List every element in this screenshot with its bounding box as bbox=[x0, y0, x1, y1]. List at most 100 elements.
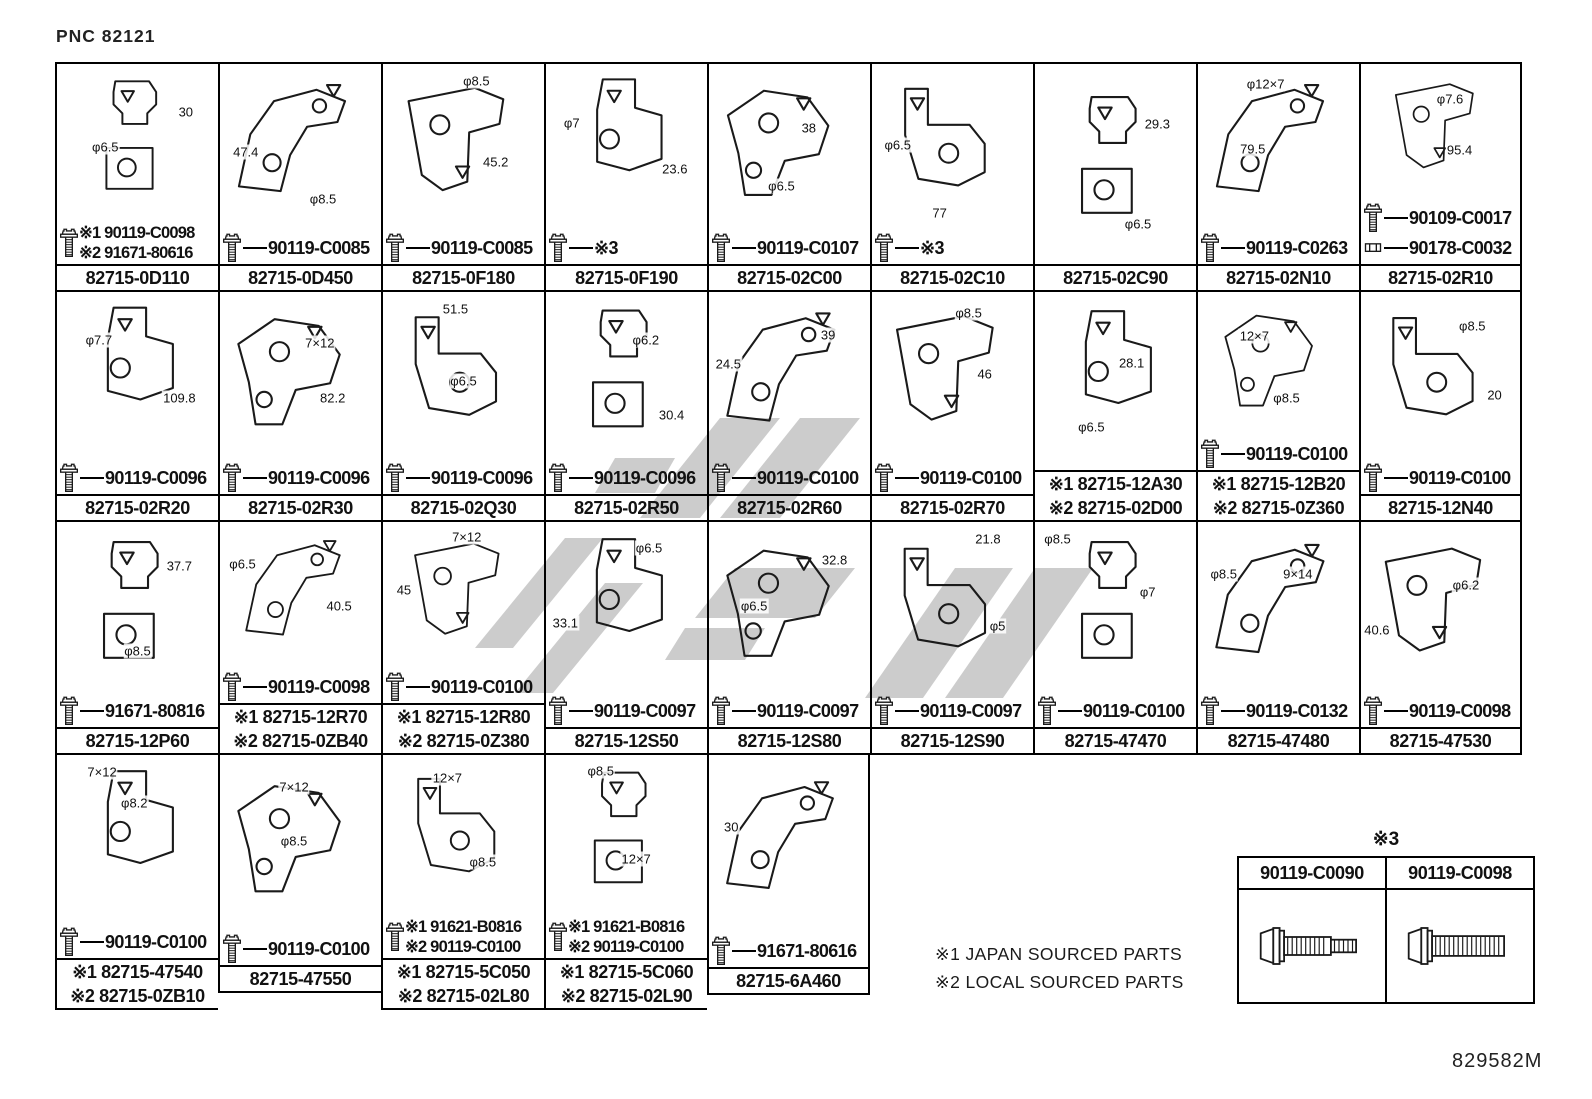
part-number: 82715-12N40 bbox=[1388, 498, 1493, 518]
bracket-drawing-area: 7×12 82.2 bbox=[220, 292, 381, 463]
fastener-part-number: 90119-C0263 bbox=[1246, 238, 1348, 258]
note-line: ※1 JAPAN SOURCED PARTS bbox=[935, 944, 1183, 964]
dimension-label: 40.5 bbox=[325, 598, 353, 614]
hardware-bolt-drawing bbox=[1387, 890, 1533, 1002]
bolt-icon bbox=[712, 696, 730, 725]
part-number-footer: 82715-02R50 bbox=[546, 494, 707, 520]
dimension-label: 45.2 bbox=[482, 154, 510, 170]
part-number-footer: 82715-12S90 bbox=[872, 727, 1033, 753]
bolt-icon bbox=[1201, 233, 1219, 262]
bolt-icon bbox=[60, 927, 78, 956]
dimension-label: 77 bbox=[931, 205, 948, 221]
fastener-part-number: 90119-C0097 bbox=[757, 701, 859, 721]
part-number-footer: ※1 82715-47540※2 82715-0ZB10 bbox=[57, 958, 218, 1008]
part-number: 82715-02R20 bbox=[85, 498, 190, 518]
dimension-label: 33.1 bbox=[551, 615, 579, 631]
part-number-footer: 82715-02N10 bbox=[1198, 264, 1359, 290]
bracket-drawing bbox=[417, 777, 496, 873]
part-number: 82715-47470 bbox=[1064, 731, 1167, 751]
dimension-label: 21.8 bbox=[974, 531, 1002, 547]
fastener-callout: 90119-C0097 bbox=[874, 696, 1032, 726]
dimension-label: 82.2 bbox=[319, 390, 347, 406]
fastener-callout: 90178-C0032 bbox=[1363, 233, 1519, 263]
fastener-callouts: ※3 bbox=[546, 233, 707, 264]
watermark bbox=[475, 418, 1093, 698]
dimension-label: 12×7 bbox=[431, 770, 464, 786]
part-number: 82715-02N10 bbox=[1226, 268, 1331, 288]
dimension-label: φ8.5 bbox=[1209, 566, 1239, 582]
fastener-callout: 90119-C0100 bbox=[222, 934, 380, 964]
fastener-callouts: 90119-C0100 bbox=[1361, 463, 1520, 494]
fastener-part-number: 90119-C0100 bbox=[105, 932, 207, 952]
part-number: 82715-47550 bbox=[249, 969, 352, 989]
part-number-footer: ※1 82715-12B20※2 82715-0Z360 bbox=[1198, 470, 1359, 520]
fastener-callout: 90119-C0096 bbox=[59, 463, 217, 493]
bracket-drawing bbox=[1224, 314, 1313, 407]
dimension-label: φ7 bbox=[1138, 584, 1157, 600]
dimension-label: 7×12 bbox=[304, 335, 336, 351]
fastener-callouts: 90119-C0096 bbox=[57, 463, 218, 494]
fastener-callout: 90119-C0100 bbox=[1363, 463, 1519, 493]
fastener-part-number: 90119-C0132 bbox=[1246, 701, 1348, 721]
part-number-footer: 82715-02C00 bbox=[709, 264, 870, 290]
fastener-part-number: 90119-C0097 bbox=[594, 701, 696, 721]
part-number: 82715-02R50 bbox=[574, 498, 679, 518]
nut-icon bbox=[1364, 243, 1382, 252]
dimension-label: 23.6 bbox=[661, 161, 689, 177]
fastener-callouts: 91671-80616 bbox=[709, 936, 868, 967]
fastener-callout: ※1 90119-C0098※2 91671-80616 bbox=[59, 223, 217, 263]
fastener-callouts: ※3 bbox=[872, 233, 1033, 264]
part-number: 82715-0D450 bbox=[248, 268, 353, 288]
dimension-label: 40.6 bbox=[1363, 622, 1391, 638]
bracket-drawing bbox=[593, 771, 647, 884]
part-number: 82715-02C10 bbox=[900, 268, 1005, 288]
dimension-label: φ6.5 bbox=[1077, 419, 1106, 435]
fastener-callout: 90119-C0263 bbox=[1200, 233, 1358, 263]
dimension-label: 79.5 bbox=[1239, 141, 1267, 156]
bolt-icon bbox=[386, 672, 404, 701]
fastener-part-number: 90119-C0100 bbox=[268, 939, 370, 959]
bracket-drawing bbox=[903, 547, 987, 648]
hardware-table-column: 90119-C0098 bbox=[1385, 858, 1533, 1002]
fastener-part-number: 91671-80616 bbox=[757, 941, 857, 961]
dimension-label: 37.7 bbox=[165, 558, 194, 573]
dimension-label: φ6.5 bbox=[1123, 216, 1153, 232]
dimension-label: φ8.5 bbox=[468, 854, 498, 870]
fastener-part-number: 90119-C0100 bbox=[1246, 444, 1348, 464]
part-number-footer: 82715-12S50 bbox=[546, 727, 707, 753]
part-number: 82715-47480 bbox=[1227, 731, 1330, 751]
fastener-callouts: 90119-C0097 bbox=[709, 696, 870, 727]
bracket-drawing bbox=[591, 309, 648, 428]
part-number-footer: ※1 82715-5C050※2 82715-02L80 bbox=[383, 958, 544, 1008]
bolt-icon bbox=[60, 696, 78, 725]
part-number-footer: ※1 82715-5C060※2 82715-02L90 bbox=[546, 958, 707, 1008]
fastener-part-number: ※1 91621-B0816※2 90119-C0100 bbox=[568, 918, 685, 956]
fastener-part-number: 90119-C0085 bbox=[431, 238, 533, 258]
bracket-drawing bbox=[1392, 317, 1474, 416]
dimension-label: 20 bbox=[1486, 387, 1503, 403]
part-number: ※1 82715-12B20 bbox=[1211, 474, 1346, 494]
part-number: ※2 82715-0ZB40 bbox=[233, 731, 368, 751]
fastener-callouts: 90119-C0263 bbox=[1198, 233, 1359, 264]
bolt-icon bbox=[60, 463, 78, 492]
part-number: 82715-02R30 bbox=[248, 498, 353, 518]
bracket-drawing bbox=[102, 541, 159, 659]
dimension-label: 7×12 bbox=[86, 764, 118, 780]
part-number: ※1 82715-12A30 bbox=[1048, 474, 1183, 494]
fastener-callout: ※3 bbox=[548, 233, 706, 263]
